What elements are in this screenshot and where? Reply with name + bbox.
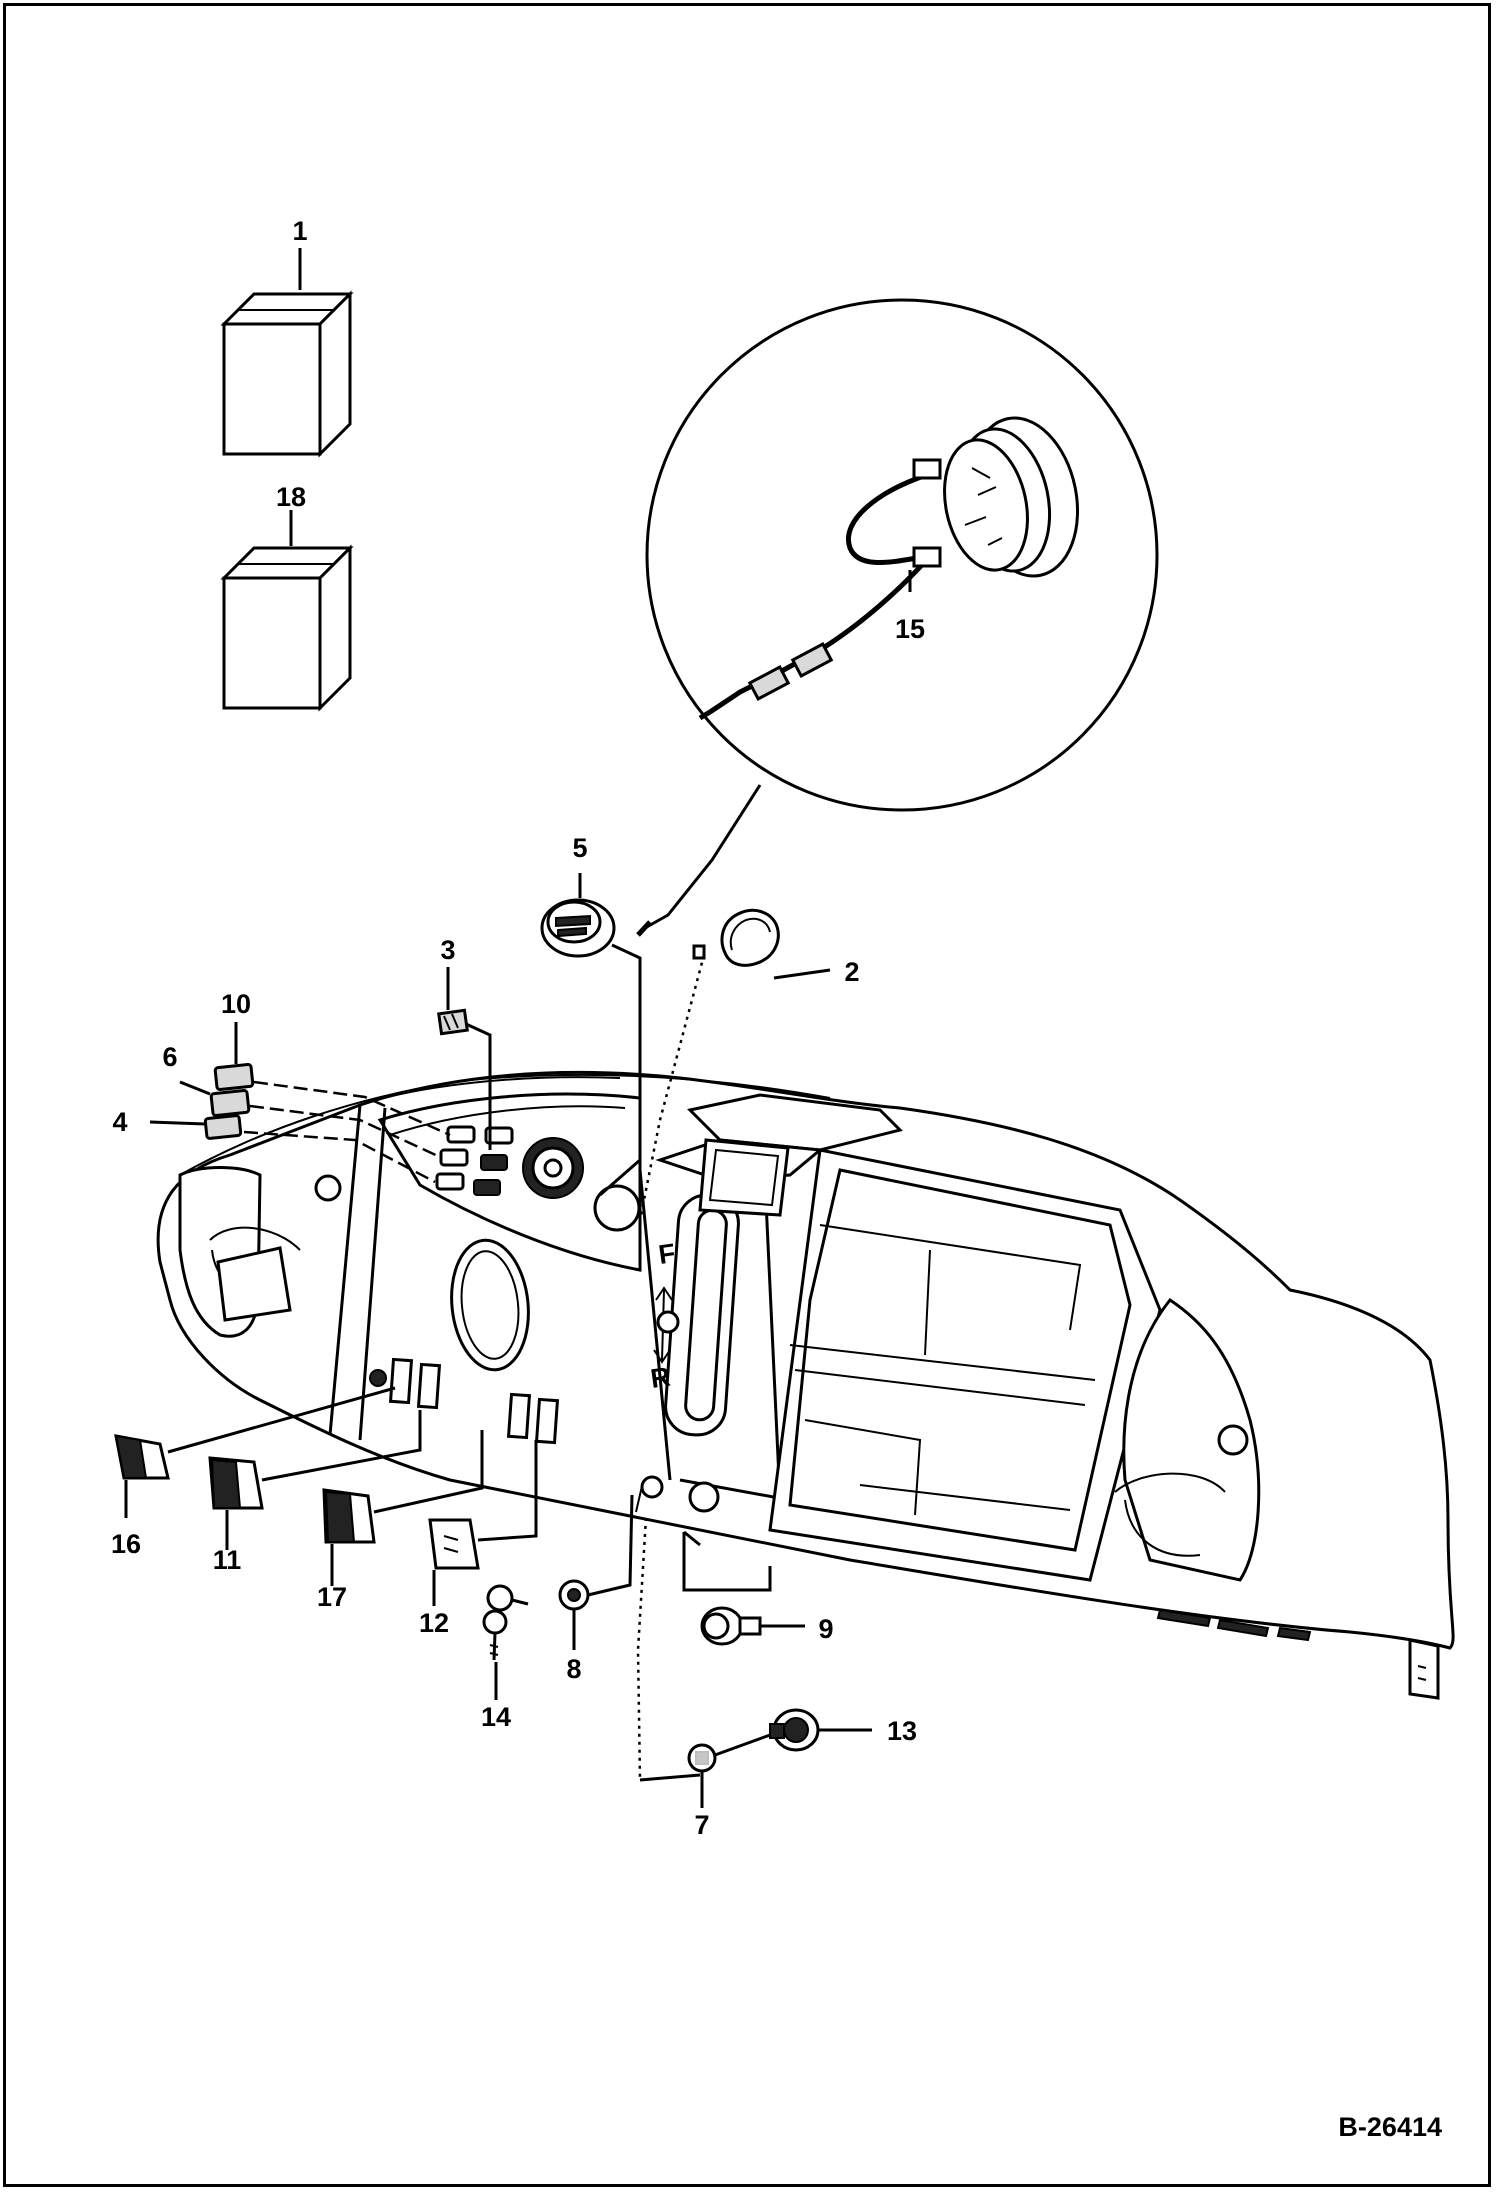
callout-15: 15 (895, 614, 925, 644)
dash-panel: F R (156, 1070, 1455, 1700)
part-8-nut (558, 1494, 634, 1611)
part-11-switch (208, 1410, 422, 1510)
part-2-ring (638, 908, 831, 1221)
callout-5: 5 (572, 833, 587, 863)
callout-9: 9 (818, 1614, 833, 1644)
part-12-bracket (428, 1440, 538, 1570)
part-7-nut (636, 1517, 771, 1782)
callout-2: 2 (844, 957, 859, 987)
diagram-reference-code: B-26414 (1338, 2112, 1442, 2142)
part-17-switch (322, 1430, 484, 1544)
callout-7: 7 (694, 1810, 709, 1840)
callout-18: 18 (276, 482, 306, 512)
parts-10-6-4-switches (203, 1062, 451, 1184)
part-9-plug (682, 1530, 805, 1646)
callout-labels: 1 18 15 5 2 3 10 6 4 16 11 17 12 14 8 9 … (111, 216, 925, 1840)
part-13-outlet (769, 1708, 872, 1752)
callout-10: 10 (221, 989, 251, 1019)
svg-text:R: R (649, 1362, 672, 1394)
callout-leaders (124, 248, 704, 1808)
svg-text:F: F (657, 1238, 678, 1270)
part-14-key (482, 1584, 529, 1661)
callout-4: 4 (112, 1107, 127, 1137)
callout-3: 3 (440, 935, 455, 965)
part-5-gauge (540, 898, 642, 1197)
detail-circle (636, 298, 1159, 937)
callout-6: 6 (162, 1042, 177, 1072)
callout-12: 12 (419, 1608, 449, 1638)
diagram-frame (3, 3, 1491, 2187)
callout-16: 16 (111, 1529, 141, 1559)
callout-14: 14 (481, 1702, 511, 1732)
callout-13: 13 (887, 1716, 917, 1746)
callout-11: 11 (213, 1545, 242, 1575)
callout-8: 8 (566, 1654, 581, 1684)
part-3-switch (437, 1008, 492, 1150)
part-1-module (220, 290, 354, 458)
part-16-switch (114, 1386, 396, 1480)
callout-1: 1 (292, 216, 307, 246)
callout-17: 17 (317, 1582, 347, 1612)
part-18-module (220, 544, 354, 712)
